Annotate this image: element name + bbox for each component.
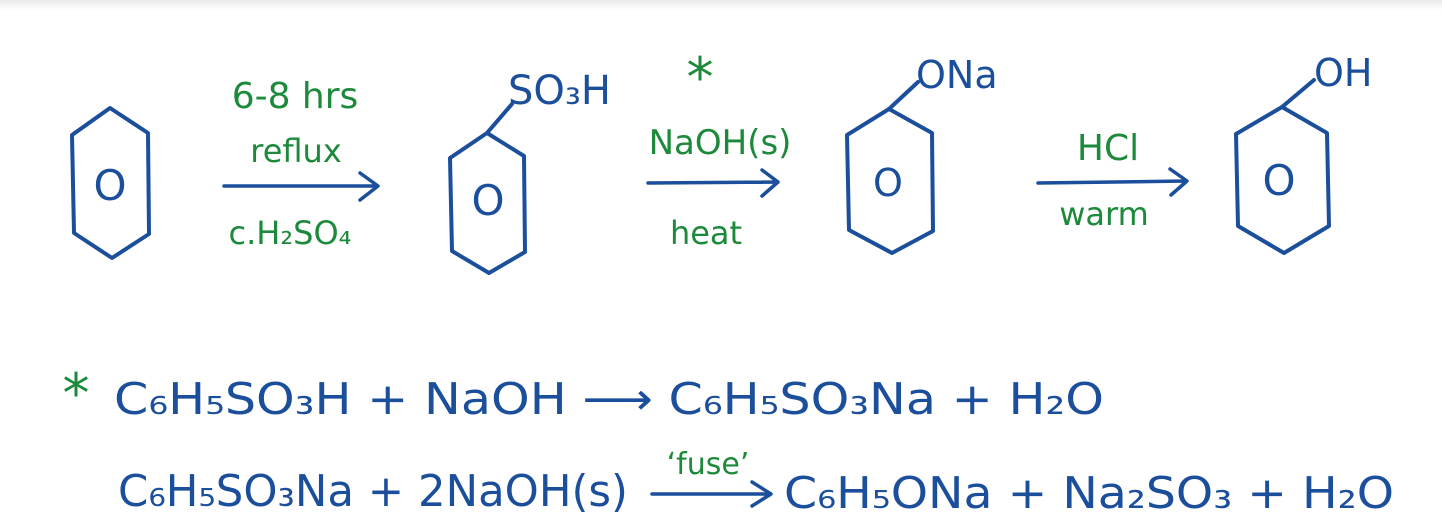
phenol-group-label: OH xyxy=(1314,51,1372,95)
step2-arrow xyxy=(646,168,780,198)
phenol-ring xyxy=(1234,105,1331,255)
sodium-phenoxide-inner-circle: O xyxy=(873,161,903,205)
equation-2: C₆H₅SO₃Na + 2NaOH(s) ‘fuse’ C₆H₅ONa + Na… xyxy=(118,447,1394,519)
step3-arrow xyxy=(1036,167,1189,197)
step2-star-label: * xyxy=(687,46,714,109)
step3-condition-label: warm xyxy=(1059,195,1149,233)
page-top-shadow xyxy=(0,0,1442,10)
sodium-phenoxide-ring xyxy=(845,107,935,255)
sulfonic-acid-group-label: SO₃H xyxy=(508,68,611,114)
sulfonic-acid-ring xyxy=(448,131,527,275)
equation2-left: C₆H₅SO₃Na + 2NaOH(s) xyxy=(118,466,628,517)
sodium-phenoxide-bond xyxy=(887,80,920,111)
step1-reagent-label: c.H₂SO₄ xyxy=(229,214,352,252)
equation1-text: C₆H₅SO₃H + NaOH ⟶ C₆H₅SO₃Na + H₂O xyxy=(114,374,1104,425)
sulfonic-acid-inner-circle: O xyxy=(471,176,504,225)
sodium-phenoxide-group-label: ONa xyxy=(916,53,998,97)
phenol-structure: O OH xyxy=(1234,51,1372,255)
phenol-bond xyxy=(1280,78,1316,109)
step1-time-label: 6-8 hrs xyxy=(232,76,359,117)
step2-arrow-group: * NaOH(s) heat xyxy=(646,46,792,252)
equation2-arrow xyxy=(650,480,773,508)
step3-reagent-label: HCl xyxy=(1077,128,1139,169)
phenol-inner-circle: O xyxy=(1262,156,1295,205)
sodium-phenoxide-structure: O ONa xyxy=(845,53,998,255)
equation2-arrow-label: ‘fuse’ xyxy=(667,447,750,482)
equation2-right: C₆H₅ONa + Na₂SO₃ + H₂O xyxy=(784,468,1394,519)
step1-reflux-label: reflux xyxy=(250,132,342,170)
equation1-star: * xyxy=(63,362,90,425)
step1-arrow xyxy=(222,171,380,202)
step3-arrow-group: HCl warm xyxy=(1036,128,1189,233)
benzene-structure: O xyxy=(70,106,151,260)
benzene-inner-circle: O xyxy=(93,161,126,210)
equation-1: * C₆H₅SO₃H + NaOH ⟶ C₆H₅SO₃Na + H₂O xyxy=(63,362,1105,425)
sulfonic-acid-bond xyxy=(485,102,514,135)
step1-arrow-group: 6-8 hrs reflux c.H₂SO₄ xyxy=(222,76,380,252)
benzenesulfonic-acid-structure: O SO₃H xyxy=(448,68,611,275)
step2-heat-label: heat xyxy=(670,214,742,252)
benzene-ring xyxy=(70,106,151,260)
step2-reagent-label: NaOH(s) xyxy=(649,123,792,163)
